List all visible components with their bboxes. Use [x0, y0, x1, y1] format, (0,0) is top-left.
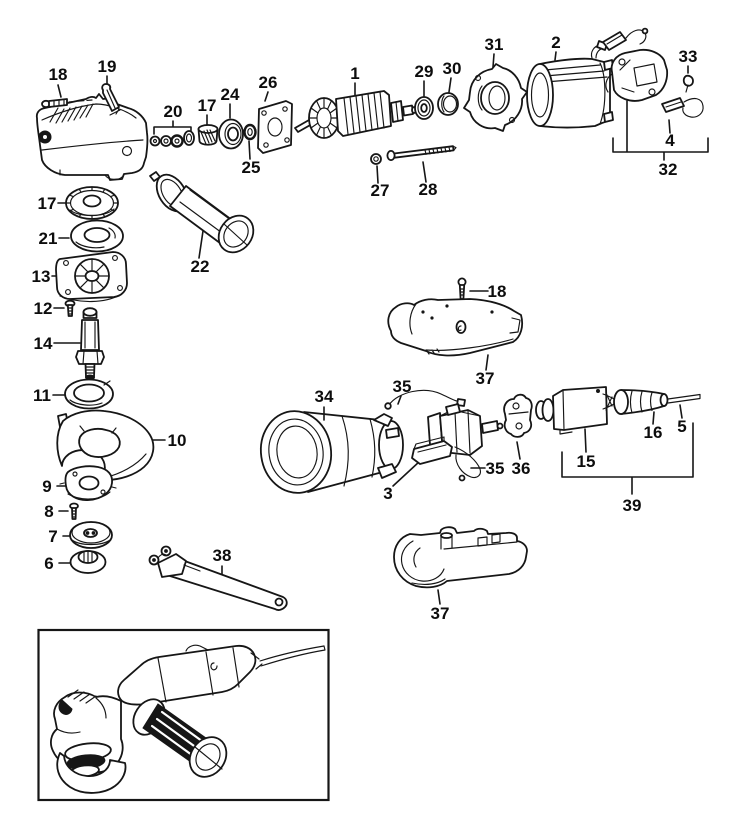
clamp-nut-6-drawing — [69, 550, 107, 574]
lead-wire-35b-drawing — [454, 446, 482, 482]
screw-12-drawing — [64, 299, 76, 317]
callout-14: 14 — [34, 334, 53, 353]
switch-assembly-3-drawing — [411, 403, 504, 465]
callout-37-bottom: 37 — [431, 604, 450, 623]
bolt-28-drawing — [386, 145, 457, 161]
clip-33-drawing — [682, 74, 694, 87]
callout-35-b: 35 — [486, 459, 505, 478]
nut-27-drawing — [370, 153, 382, 165]
callout-29: 29 — [415, 62, 434, 81]
bearing-set-20-drawing — [149, 130, 195, 148]
spindle-14-drawing — [75, 307, 105, 381]
washer-21-drawing — [70, 219, 124, 253]
callout-38: 38 — [213, 546, 232, 565]
callout-2: 2 — [551, 33, 560, 52]
outer-flange-7-drawing — [69, 521, 113, 549]
motor-housing-34-drawing — [259, 410, 404, 494]
callout-36: 36 — [512, 459, 531, 478]
side-handle-22-drawing — [149, 171, 255, 254]
spanner-wrench-38-drawing — [148, 545, 288, 611]
pinion-17-drawing — [197, 124, 219, 146]
callout-20: 20 — [164, 102, 183, 121]
callout-9: 9 — [42, 477, 51, 496]
bottom-cover-37-drawing — [393, 526, 528, 589]
gear-housing-drawing — [35, 83, 149, 181]
callout-26: 26 — [259, 73, 278, 92]
brush-holder-assembly-32-drawing — [602, 27, 704, 118]
bearing-retainer-31-drawing — [463, 63, 528, 132]
callout-11: 11 — [33, 386, 51, 405]
flange-plate-9-drawing — [59, 465, 117, 501]
callout-39: 39 — [623, 496, 642, 515]
callout-7: 7 — [48, 527, 57, 546]
bearing-24-drawing — [218, 118, 244, 150]
cord-protector-16-drawing — [602, 389, 669, 415]
lever-36-drawing — [503, 393, 533, 438]
inset-box-border — [37, 628, 330, 802]
ring-30-drawing — [437, 92, 459, 116]
callout-32: 32 — [659, 160, 678, 179]
field-coil-2-drawing — [526, 40, 614, 129]
screw-8-drawing — [69, 502, 79, 520]
clamp-ring-11-drawing — [64, 378, 114, 410]
callout-25: 25 — [242, 158, 261, 177]
gear-17-left-drawing — [65, 186, 119, 220]
callout-1: 1 — [350, 64, 359, 83]
inset-assembled-view — [37, 628, 330, 802]
callout-21: 21 — [39, 229, 58, 248]
callout-13: 13 — [32, 267, 51, 286]
callout-18-top: 18 — [49, 65, 68, 84]
callout-37-top: 37 — [476, 369, 495, 388]
callout-22: 22 — [191, 257, 210, 276]
screw-18-top-drawing — [41, 98, 93, 109]
switch-15-drawing — [535, 386, 608, 435]
callout-31: 31 — [485, 35, 504, 54]
callout-33: 33 — [679, 47, 698, 66]
callout-10: 10 — [168, 431, 187, 450]
callout-27: 27 — [371, 181, 390, 200]
ring-25-drawing — [243, 123, 257, 141]
callout-18-mid: 18 — [488, 282, 507, 301]
callout-5: 5 — [677, 417, 686, 436]
callout-34: 34 — [315, 387, 334, 406]
callout-15: 15 — [577, 452, 596, 471]
armature-1-drawing — [294, 90, 417, 139]
gasket-26-drawing — [257, 100, 293, 154]
callout-19: 19 — [98, 57, 117, 76]
callout-24: 24 — [221, 85, 240, 104]
callout-8: 8 — [44, 502, 53, 521]
top-cover-37-drawing — [387, 298, 524, 357]
callout-35-a: 35 — [393, 377, 412, 396]
callout-16: 16 — [644, 423, 663, 442]
callout-17-left: 17 — [38, 194, 57, 213]
callout-30: 30 — [443, 59, 462, 78]
bearing-29-drawing — [414, 96, 434, 120]
callout-labels: 18 19 20 17 24 26 25 1 29 30 31 2 33 4 3… — [32, 33, 698, 623]
bearing-plate-13-drawing — [55, 251, 128, 303]
callout-4: 4 — [665, 131, 675, 150]
callout-28: 28 — [419, 180, 438, 199]
power-cord-5-drawing — [667, 393, 701, 404]
callout-12: 12 — [34, 299, 53, 318]
callout-6: 6 — [44, 554, 53, 573]
callout-17-top: 17 — [198, 96, 217, 115]
leader-lines — [51, 51, 709, 605]
lead-wire-35a-drawing — [384, 389, 466, 410]
callout-3: 3 — [383, 484, 392, 503]
